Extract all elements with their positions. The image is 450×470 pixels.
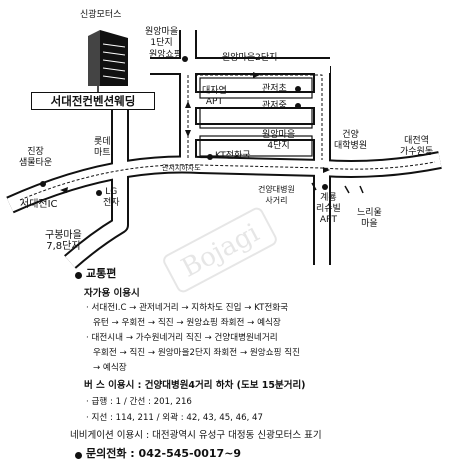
label-wonang-shopping: 원앙쇼핑: [149, 50, 183, 60]
label-lg: LG 전자: [103, 187, 120, 208]
label-wonang-1: 원앙마을 1단지: [145, 27, 179, 48]
blocks: [199, 77, 313, 157]
label-neuriul: 느리울 마을: [357, 208, 382, 229]
phone-heading: 문의전화 : 042-545-0017~9: [86, 447, 242, 460]
hq-label: 서대전컨벤션웨딩: [31, 92, 155, 110]
bus-branch: · 지선 : 114, 211 / 외곽 : 42, 43, 45, 46, 4…: [86, 413, 263, 423]
label-daejeon-station: 대전역 가수원동: [400, 136, 434, 157]
label-jinjang: 진장 샘물타운: [19, 147, 53, 168]
bullet-phone: [75, 452, 82, 459]
route2-line3: → 예식장: [93, 363, 127, 373]
bullet-transport: [75, 272, 82, 279]
label-underpass: 관저지하차도: [162, 164, 201, 172]
label-gwanjeo-cho: 관저초: [262, 84, 287, 94]
label-wonang-4: 원앙마을 4단지: [262, 130, 296, 151]
route2-line1: · 대전시내 → 가수원네거리 직진 → 건양대병원네거리: [86, 333, 278, 343]
road-network: [6, 30, 442, 269]
marker-wonang-shopping: [182, 56, 188, 62]
label-kt: KT전화국: [215, 151, 251, 161]
building-icon: [88, 30, 128, 94]
label-gwanjeo-jung: 관저중: [262, 101, 287, 111]
label-konyang-junction: 건양대병원 사거리: [258, 185, 295, 205]
marker-lg: [96, 190, 102, 196]
label-lotte-mart: 롯데 마트: [94, 137, 111, 158]
label-daejayeon: 대자연 APT: [202, 86, 227, 107]
label-building: 신광모터스: [80, 10, 122, 20]
watermark: Bojagi: [163, 207, 277, 293]
bus-heading: 버 스 이용시 : 건양대병원4거리 하차 (도보 15분거리): [84, 380, 306, 391]
route1-line1: · 서대전I.C → 관저네거리 → 지하차도 진입 → KT전화국: [86, 303, 289, 313]
bus-express: · 급행 : 1 / 간선 : 201, 216: [86, 397, 192, 407]
route-arrows: [60, 72, 330, 193]
car-heading: 자가용 이용시: [84, 288, 140, 299]
label-gumbong: 구봉마을 7,8단지: [45, 230, 82, 252]
route2-line2: 우회전 → 직진 → 원앙마을2단지 좌회전 → 원앙쇼핑 직진: [93, 348, 301, 358]
nav-info: 네비게이션 이용시 : 대전광역시 유성구 대정동 신광모터스 표기: [70, 430, 322, 441]
transport-heading: 교통편: [86, 267, 117, 280]
label-konyang-hospital: 건양 대학병원: [334, 130, 368, 151]
marker-gwanjeo-jung: [295, 103, 301, 109]
route1-line2: 유턴 → 우회전 → 직진 → 원앙쇼핑 좌회전 → 예식장: [93, 318, 281, 328]
roadside-marks: [311, 182, 364, 194]
label-wonang-2: 원앙마을2단지: [222, 53, 278, 63]
marker-gyeryong: [322, 184, 328, 190]
marker-kt: [207, 154, 213, 160]
marker-gwanjeo-cho: [295, 86, 301, 92]
label-gyeryong: 계룡 리슈빌 APT: [316, 193, 341, 225]
marker-jinjang: [40, 181, 46, 187]
label-seodaejeon-ic: 서대전IC: [20, 199, 58, 210]
